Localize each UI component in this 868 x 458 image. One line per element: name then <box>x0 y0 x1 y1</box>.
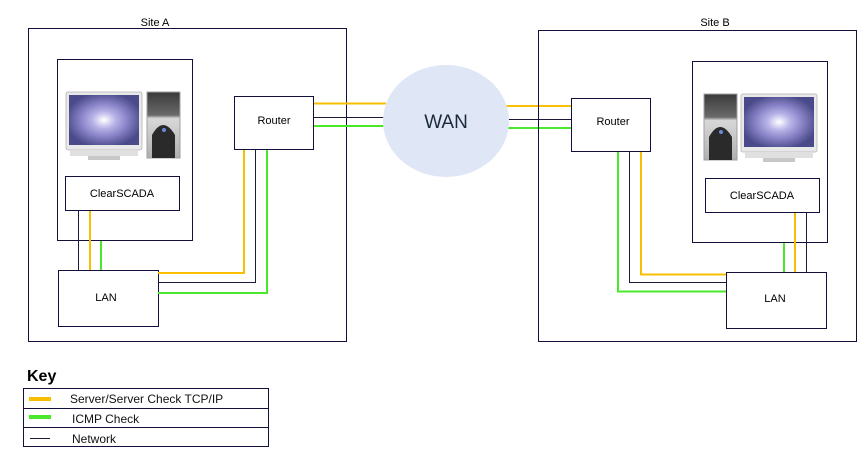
legend-item-tcp: Server/Server Check TCP/IP <box>29 392 223 406</box>
legend-item-icmp: ICMP Check <box>29 412 140 426</box>
site-b-router-label: Router <box>596 116 629 128</box>
site-b-clearscada-box[interactable] <box>705 178 820 213</box>
site-b-lan[interactable] <box>726 272 827 329</box>
site-a: Site A ClearSCADA Router LAN <box>28 17 347 342</box>
site-a-computer-icon <box>65 91 181 160</box>
site-b-boundary <box>538 30 857 342</box>
site-b: Site B ClearSCADA Router LAN <box>538 17 857 342</box>
site-b-lan-router-tcp-link <box>640 152 726 276</box>
site-b-lan-router-network-link <box>629 152 726 283</box>
site-a-lan-router-tcp-link <box>158 150 245 274</box>
site-b-router[interactable] <box>571 98 651 152</box>
wan-label: WAN <box>424 112 468 133</box>
site-a-lan-label: LAN <box>95 292 116 304</box>
site-a-clearscada-label: ClearSCADA <box>90 188 155 200</box>
legend-item-network: Network <box>30 432 117 446</box>
legend-swatch-tcp <box>29 397 51 401</box>
site-a-router-label: Router <box>257 115 290 127</box>
legend-label-icmp: ICMP Check <box>72 412 140 426</box>
site-a-boundary <box>28 28 347 342</box>
site-a-clearscada-box[interactable] <box>65 176 180 211</box>
legend-label-network: Network <box>72 432 117 446</box>
wan-cloud[interactable] <box>383 65 509 177</box>
site-a-lan-router-icmp-link <box>158 150 268 294</box>
site-b-lan-router-icmp-link <box>617 152 726 293</box>
site-a-title: Site A <box>141 17 170 29</box>
legend-label-tcp: Server/Server Check TCP/IP <box>70 392 223 406</box>
legend-box <box>23 388 269 447</box>
site-b-computer-icon <box>703 93 818 162</box>
wan: WAN <box>314 65 572 177</box>
site-a-lan[interactable] <box>58 270 159 327</box>
site-a-lan-router-network-link <box>158 150 256 283</box>
site-b-clearscada-label: ClearSCADA <box>730 190 795 202</box>
legend-swatch-icmp <box>29 415 51 419</box>
site-a-router[interactable] <box>234 96 314 150</box>
legend-title: Key <box>27 368 56 385</box>
legend: Key Server/Server Check TCP/IP ICMP Chec… <box>23 368 269 447</box>
site-b-title: Site B <box>700 17 729 29</box>
site-b-lan-label: LAN <box>764 293 785 305</box>
